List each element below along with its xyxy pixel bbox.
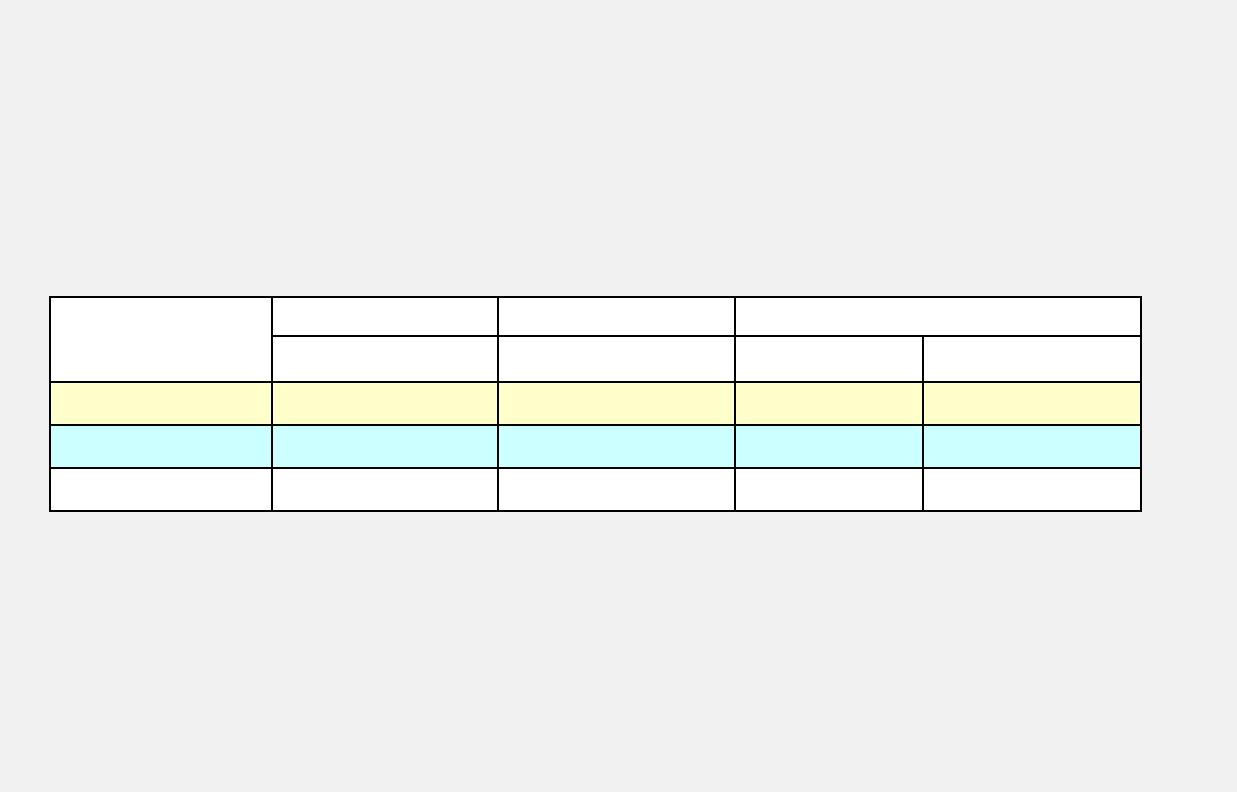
header-row-sub [50,335,1142,383]
table-cell [734,424,924,469]
table-cell [734,381,924,426]
table-cell [497,381,736,426]
header-corner-cell [49,296,273,383]
table-cell [497,467,736,512]
subheader-cell [734,335,924,383]
table-cell [49,424,273,469]
table-cell [49,381,273,426]
table-cell [734,467,924,512]
subheader-cell [497,335,736,383]
data-table [49,296,1142,512]
header-group-cell [734,296,1142,337]
table-cell [922,381,1142,426]
header-row-top [49,296,1142,383]
table-cell [49,467,273,512]
subheader-cell [922,335,1142,383]
table-cell [271,424,499,469]
subheader-cell [271,335,499,383]
table-cell [497,424,736,469]
table-cell [922,424,1142,469]
header-cell [497,296,736,337]
table-row [49,467,1142,512]
table-cell [271,381,499,426]
header-cell [271,296,499,337]
table-cell [922,467,1142,512]
table-row [49,381,1142,426]
table-cell [271,467,499,512]
table-row [49,424,1142,469]
